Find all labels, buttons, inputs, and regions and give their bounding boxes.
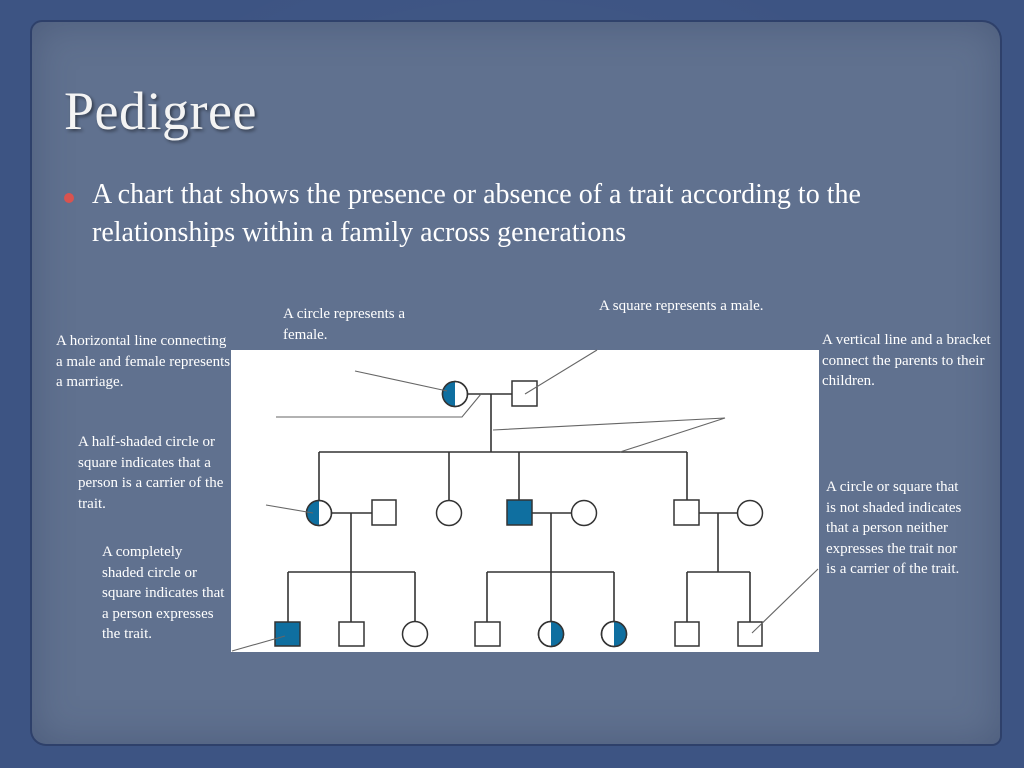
pedigree-lines	[287, 393, 751, 622]
pointer-half-shaded	[265, 504, 314, 514]
pointer-vertical-line	[492, 417, 726, 453]
bullet-text: A chart that shows the presence or absen…	[92, 179, 861, 248]
note-vertical-line: A vertical line and a bracket connect th…	[822, 332, 991, 389]
note-horizontal-line: A horizontal line connecting a male and …	[56, 333, 231, 390]
female-unaffected-symbol	[736, 499, 764, 527]
female-unaffected-symbol	[570, 499, 598, 527]
male-affected-symbol	[274, 621, 301, 647]
note-circle-female: A circle represents a female.	[283, 306, 406, 343]
note-half-shaded: A half-shaded circle or square indicates…	[78, 434, 224, 512]
note-unshaded: A circle or square that is not shaded in…	[826, 479, 962, 577]
note-fully-shaded: A completely shaded circle or square ind…	[102, 544, 225, 642]
pointer-unshaded	[751, 568, 819, 634]
female-unaffected-symbol	[401, 620, 429, 648]
pointer-lines	[231, 349, 819, 652]
pedigree-symbols	[274, 380, 764, 648]
pointer-fully-shaded	[231, 635, 286, 652]
male-unaffected-symbol	[371, 499, 397, 526]
male-unaffected-symbol	[673, 499, 700, 526]
pointer-horizontal-line	[276, 393, 482, 418]
female-unaffected-symbol	[435, 499, 463, 527]
male-affected-symbol	[506, 499, 533, 526]
male-unaffected-symbol	[338, 621, 365, 647]
male-unaffected-symbol	[737, 621, 763, 647]
pointer-square-male	[524, 349, 598, 395]
male-unaffected-symbol	[474, 621, 501, 647]
bullet-icon	[64, 193, 74, 203]
male-unaffected-symbol	[511, 380, 538, 407]
male-unaffected-symbol	[674, 621, 700, 647]
slide-title: Pedigree	[64, 81, 257, 141]
note-square-male: A square represents a male.	[599, 298, 764, 314]
pointer-circle-female	[354, 370, 448, 392]
